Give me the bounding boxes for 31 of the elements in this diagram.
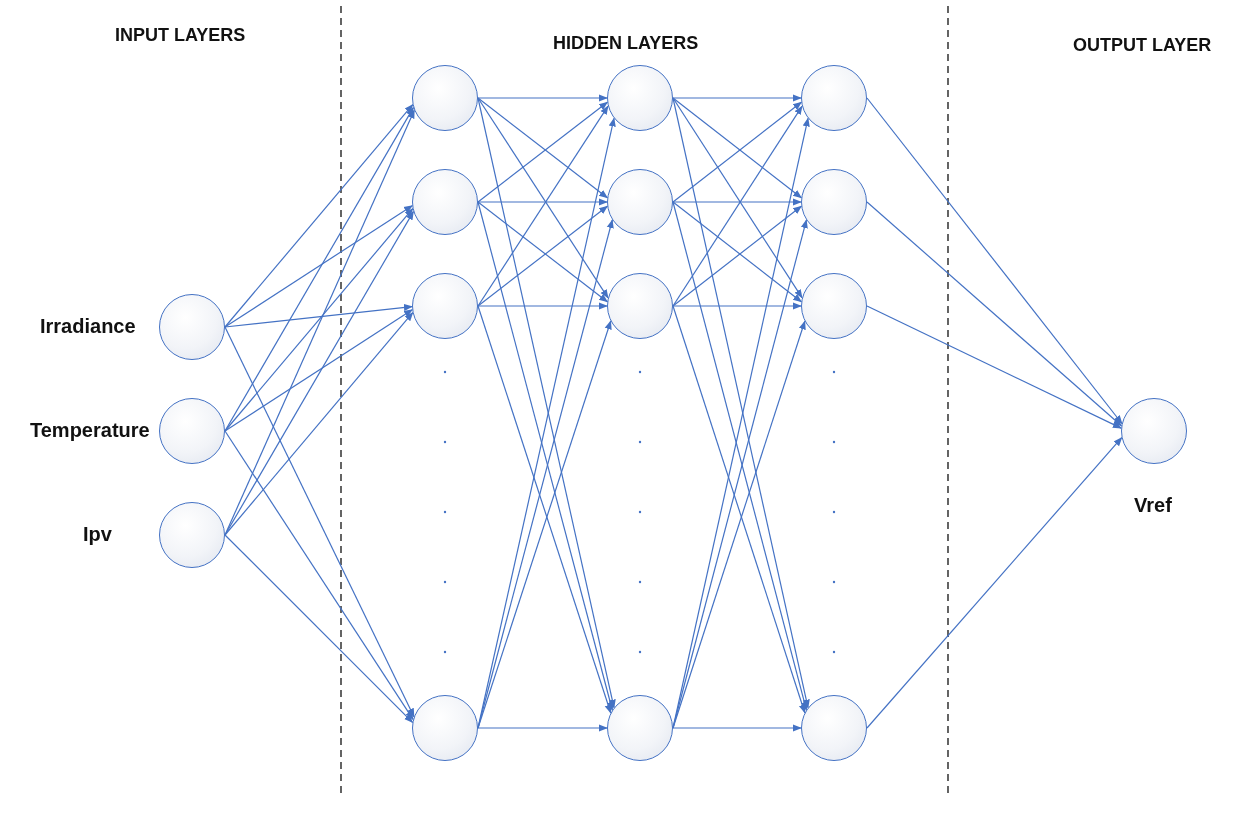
arrow <box>224 303 413 328</box>
neuron-circle <box>607 169 673 235</box>
arrow <box>477 94 608 102</box>
arrow <box>224 534 414 723</box>
arrow <box>672 94 802 102</box>
input-label: Irradiance <box>40 315 136 338</box>
neuron-circle <box>607 65 673 131</box>
arrow <box>477 302 608 310</box>
arrow <box>866 201 1123 427</box>
neuron-circle <box>607 695 673 761</box>
layer-heading: HIDDEN LAYERS <box>553 33 699 54</box>
arrow <box>672 198 802 206</box>
layer-heading: INPUT LAYERS <box>115 25 246 46</box>
arrow <box>224 430 414 721</box>
layer-heading: OUTPUT LAYER <box>1073 35 1212 56</box>
arrow <box>224 309 413 432</box>
output-label: Vref <box>1134 494 1172 517</box>
arrow <box>866 97 1123 425</box>
input-label: Temperature <box>30 419 150 442</box>
arrow <box>866 305 1122 429</box>
arrow <box>672 724 802 732</box>
arrow <box>224 205 413 328</box>
arrow <box>224 312 414 536</box>
input-label: Ipv <box>83 523 112 546</box>
arrow <box>477 198 608 206</box>
arrow <box>866 437 1123 729</box>
arrow <box>224 208 414 432</box>
arrow <box>672 302 802 310</box>
arrow <box>224 104 414 328</box>
arrow <box>477 724 608 732</box>
arrow <box>224 326 415 718</box>
